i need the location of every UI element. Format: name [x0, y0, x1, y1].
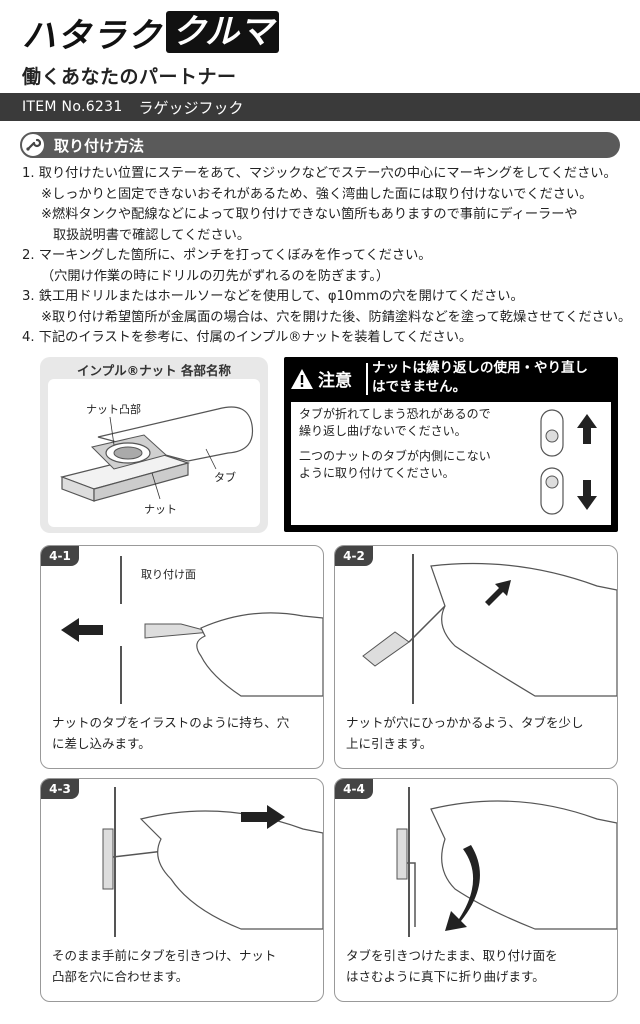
caution-note-1-line2: 繰り返し曲げないでください。: [299, 424, 467, 438]
curved-arrow-down-icon: [445, 845, 480, 931]
caution-divider: [366, 363, 368, 395]
nut-illustration: [59, 406, 254, 502]
step-1-note-2-cont: 取扱説明書で確認してください。: [53, 227, 251, 243]
panel-4-4-illustration: [396, 787, 617, 937]
step-1-note-2: ※燃料タンクや配線などによって取り付けできない箇所もありますので事前にディーラー…: [41, 207, 578, 222]
caution-body: タブが折れてしまう恐れがあるので 繰り返し曲げないでください。 二つのナットのタ…: [291, 402, 611, 525]
caution-note-1: タブが折れてしまう恐れがあるので 繰り返し曲げないでください。: [299, 406, 519, 440]
panel-4-4: 4-4 タブを引きつけたまま、取り付け面を はさむように真下に折り曲げます。: [334, 778, 618, 1002]
caution-note-1-line1: タブが折れてしまう恐れがあるので: [299, 407, 491, 421]
panel-caption-line1: タブを引きつけたまま、取り付け面を: [346, 948, 558, 963]
panel-4-1: 4-1 取り付け面 ナットのタブをイラストのように持ち、穴 に差し込みます。: [40, 545, 324, 769]
caution-box: 注意 ナットは繰り返しの使用・やり直し はできません。 タブが折れてしまう恐れが…: [284, 357, 618, 532]
hand-illustration: [196, 612, 323, 697]
caution-message-line2: はできません。: [372, 379, 467, 395]
step-4: 4. 下記のイラストを参考に、付属のインプル®ナットを装着してください。: [22, 330, 473, 345]
arrow-down-icon: [577, 480, 597, 510]
item-bar: ITEM No.6231 ラゲッジフック: [0, 93, 640, 121]
panel-caption-line1: そのまま手前にタブを引きつけ、ナット: [52, 948, 277, 963]
arrow-up-icon: [577, 414, 597, 444]
panel-caption: ナットのタブをイラストのように持ち、穴 に差し込みます。: [52, 712, 314, 754]
instruction-list: 1. 取り付けたい位置にステーをあて、マジックなどでステー穴の中心にマーキングを…: [22, 164, 632, 349]
step-2-note: （穴開け作業の時にドリルの刃先がずれるのを防ぎます。）: [41, 268, 390, 284]
caution-message: ナットは繰り返しの使用・やり直し はできません。: [372, 359, 612, 397]
brand-name-part1: ハタラク: [22, 15, 162, 56]
parts-figure: ナット凸部 タブ ナット: [48, 379, 260, 527]
panel-4-1-illustration: [61, 556, 323, 704]
panel-4-2: 4-2 ナットが穴にひっかかるよう、タブを少し 上に引きます。: [334, 545, 618, 769]
panel-tag: 4-1: [41, 546, 79, 566]
wrench-icon: [20, 132, 46, 158]
panel-4-2-illustration: [362, 554, 617, 704]
hand-illustration: [430, 800, 617, 930]
mounting-surface-label: 取り付け面: [141, 568, 196, 581]
parts-title: インプル®ナット 各部名称: [77, 363, 231, 378]
step-1: 1. 取り付けたい位置にステーをあて、マジックなどでステー穴の中心にマーキングを…: [22, 166, 617, 181]
brand-tagline: 働くあなたのパートナー: [22, 66, 237, 88]
step-1-note-1: ※しっかりと固定できないおそれがあるため、強く湾曲した面には取り付けないでくださ…: [41, 186, 593, 202]
item-number: ITEM No.6231: [22, 99, 123, 115]
panel-caption: そのまま手前にタブを引きつけ、ナット 凸部を穴に合わせます。: [52, 945, 314, 987]
caution-badge: 注意: [290, 366, 352, 391]
warning-icon: [291, 368, 313, 389]
panel-tag: 4-4: [335, 779, 373, 799]
panel-4-3-illustration: [102, 787, 323, 937]
arrow-up-right-icon: [485, 580, 511, 606]
parts-diagram: インプル®ナット 各部名称 ナット凸部 タブ ナット: [40, 357, 268, 533]
label-nut-boss: ナット凸部: [86, 403, 141, 416]
panel-caption-line1: ナットのタブをイラストのように持ち、穴: [52, 715, 290, 730]
caution-note-2-line2: ように取り付けてください。: [299, 466, 455, 480]
brand-logo: ハタラク クルマ 働くあなたのパートナー: [22, 10, 362, 88]
caution-note-2: 二つのナットのタブが内側にこない ように取り付けてください。: [299, 448, 519, 482]
step-3: 3. 鉄工用ドリルまたはホールソーなどを使用して、φ10mmの穴を開けてください…: [22, 289, 524, 304]
label-nut: ナット: [144, 503, 177, 516]
panel-4-3: 4-3 そのまま手前にタブを引きつけ、ナット 凸部を穴に合わせます。: [40, 778, 324, 1002]
label-tab: タブ: [214, 471, 236, 484]
panel-tag: 4-2: [335, 546, 373, 566]
panel-caption: ナットが穴にひっかかるよう、タブを少し 上に引きます。: [346, 712, 608, 754]
arrow-left-icon: [61, 618, 103, 642]
caution-note-2-line1: 二つのナットのタブが内側にこない: [299, 449, 491, 463]
item-name: ラゲッジフック: [138, 98, 244, 117]
panel-tag: 4-3: [41, 779, 79, 799]
panel-caption-line2: 上に引きます。: [346, 736, 433, 751]
panel-caption: タブを引きつけたまま、取り付け面を はさむように真下に折り曲げます。: [346, 945, 608, 987]
section-header: 取り付け方法: [20, 132, 620, 158]
step-3-note: ※取り付け希望箇所が金属面の場合は、穴を開けた後、防錆塗料などを塗って乾燥させて…: [41, 309, 632, 325]
brand-name-part2: クルマ: [166, 11, 279, 53]
caution-message-line1: ナットは繰り返しの使用・やり直し: [372, 360, 588, 376]
step-2: 2. マーキングした箇所に、ポンチを打ってくぼみを作ってください。: [22, 248, 432, 263]
panel-caption-line2: に差し込みます。: [52, 736, 151, 751]
hand-illustration: [139, 810, 323, 930]
panel-caption-line2: 凸部を穴に合わせます。: [52, 969, 189, 984]
hand-illustration: [430, 562, 617, 697]
panel-caption-line1: ナットが穴にひっかかるよう、タブを少し: [346, 715, 584, 730]
arrow-right-icon: [241, 805, 285, 829]
section-title: 取り付け方法: [54, 136, 145, 155]
nut-orientation-illustration: [540, 409, 597, 515]
panel-caption-line2: はさむように真下に折り曲げます。: [346, 969, 545, 984]
caution-word: 注意: [318, 371, 352, 391]
